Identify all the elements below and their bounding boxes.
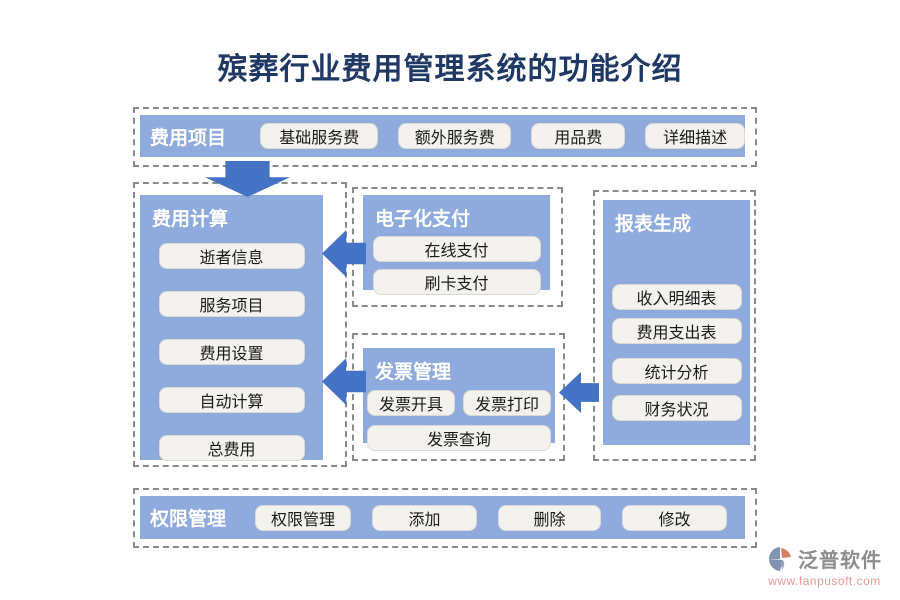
invoice-title: 发票管理 — [375, 362, 452, 383]
financial-status-button[interactable]: 财务状况 — [611, 395, 742, 421]
service-items-button[interactable]: 服务项目 — [158, 291, 305, 317]
basic-service-fee-button[interactable]: 基础服务费 — [260, 123, 379, 149]
income-detail-button[interactable]: 收入明细表 — [611, 284, 742, 310]
delete-button[interactable]: 删除 — [498, 504, 602, 531]
invoice-panel: 发票管理 发票开具 发票打印 发票查询 — [363, 348, 555, 451]
invoice-print-button[interactable]: 发票打印 — [463, 390, 551, 416]
fanpu-logo-icon — [767, 546, 793, 572]
expense-report-button[interactable]: 费用支出表 — [611, 318, 742, 344]
epay-panel: 电子化支付 在线支付 刷卡支付 — [363, 195, 550, 295]
stats-analysis-button[interactable]: 统计分析 — [611, 358, 742, 384]
add-button[interactable]: 添加 — [372, 504, 478, 531]
permission-band: 权限管理 权限管理 添加 删除 修改 — [140, 496, 745, 539]
invoice-issue-button[interactable]: 发票开具 — [367, 390, 455, 416]
permission-manage-button[interactable]: 权限管理 — [255, 504, 352, 531]
footer-brand: 泛普软件 www.fanpusoft.com — [767, 544, 882, 588]
detail-description-button[interactable]: 详细描述 — [645, 123, 745, 149]
permission-label: 权限管理 — [150, 509, 227, 530]
page-title: 殡葬行业费用管理系统的功能介绍 — [217, 53, 683, 86]
cost-items-band: 费用项目 基础服务费 额外服务费 用品费 详细描述 — [140, 115, 745, 157]
brand-name: 泛普软件 — [798, 550, 882, 572]
cost-items-label: 费用项目 — [150, 127, 227, 149]
online-payment-button[interactable]: 在线支付 — [372, 236, 541, 262]
modify-button[interactable]: 修改 — [622, 504, 728, 531]
auto-calc-button[interactable]: 自动计算 — [158, 387, 305, 413]
brand-url: www.fanpusoft.com — [768, 574, 881, 588]
card-payment-button[interactable]: 刷卡支付 — [372, 269, 541, 295]
total-fee-button[interactable]: 总费用 — [158, 435, 305, 461]
deceased-info-button[interactable]: 逝者信息 — [158, 243, 305, 269]
cost-calc-title: 费用计算 — [152, 209, 229, 230]
cost-calc-panel: 费用计算 逝者信息 服务项目 费用设置 自动计算 总费用 — [140, 195, 323, 461]
invoice-query-button[interactable]: 发票查询 — [367, 425, 551, 451]
report-panel: 报表生成 收入明细表 费用支出表 统计分析 财务状况 — [603, 200, 750, 445]
supplies-fee-button[interactable]: 用品费 — [531, 123, 626, 149]
fee-settings-button[interactable]: 费用设置 — [158, 339, 305, 365]
extra-service-fee-button[interactable]: 额外服务费 — [398, 123, 512, 149]
epay-title: 电子化支付 — [375, 209, 471, 230]
report-title: 报表生成 — [615, 214, 692, 235]
